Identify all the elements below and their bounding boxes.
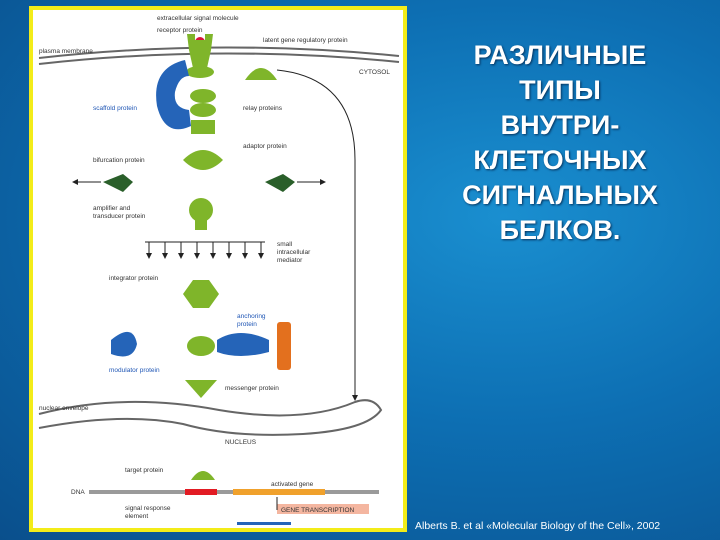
citation: Alberts B. et al «Molecular Biology of t… xyxy=(415,520,661,532)
bifurcation-left xyxy=(103,174,133,192)
mediator-arrows xyxy=(146,242,264,259)
label-dna: DNA xyxy=(71,489,85,496)
label-cytosol: CYTOSOL xyxy=(359,69,390,76)
modulated-protein xyxy=(187,336,215,356)
label-relay: relay proteins xyxy=(243,105,283,112)
transcription-box xyxy=(277,504,369,514)
bifurcation-right xyxy=(265,174,295,192)
amplifier-stem xyxy=(195,218,207,230)
nuclear-envelope xyxy=(38,399,383,436)
label-receptor: receptor protein xyxy=(157,27,203,34)
scaffold-protein xyxy=(156,60,191,130)
label-amplifier-1: amplifier and xyxy=(93,205,131,212)
label-scaffold: scaffold protein xyxy=(93,105,137,112)
slide-title: РАЗЛИЧНЫЕ ТИПЫ ВНУТРИ- КЛЕТОЧНЫХ СИГНАЛЬ… xyxy=(425,38,695,248)
bifurcation-protein xyxy=(183,150,223,170)
modulator-protein xyxy=(111,331,137,357)
integrator-protein xyxy=(183,280,219,308)
signaling-diagram: extracellular signal molecule receptor p… xyxy=(38,15,400,525)
receptor-foot xyxy=(186,66,214,78)
label-activated-gene: activated gene xyxy=(271,481,314,488)
receptor-protein xyxy=(187,34,213,68)
amplifier-protein xyxy=(189,198,213,222)
label-mediator-3: mediator xyxy=(277,257,303,264)
title-line: РАЗЛИЧНЫЕ xyxy=(473,40,647,70)
adaptor-protein xyxy=(191,120,215,134)
label-latent-gene: latent gene regulatory protein xyxy=(263,37,348,44)
plasma-membrane-outer xyxy=(38,46,400,59)
label-amplifier-2: transducer protein xyxy=(93,213,146,220)
label-target: target protein xyxy=(125,467,164,474)
relay-protein-2 xyxy=(190,103,216,117)
title-line: КЛЕТОЧНЫХ xyxy=(473,145,647,175)
figure-frame: extracellular signal molecule receptor p… xyxy=(29,6,407,532)
label-bifurcation: bifurcation protein xyxy=(93,157,145,164)
plasma-membrane-inner xyxy=(38,52,400,65)
dna-signal-element xyxy=(185,489,217,495)
title-line: БЕЛКОВ. xyxy=(499,215,621,245)
label-mediator-2: intracellular xyxy=(277,249,311,256)
label-nucleus: NUCLEUS xyxy=(225,439,257,446)
label-signal-response-2: element xyxy=(125,513,148,520)
label-messenger: messenger protein xyxy=(225,385,279,392)
latent-gene-protein xyxy=(245,68,277,80)
label-anchoring-2: protein xyxy=(237,321,257,328)
label-extracellular-signal: extracellular signal molecule xyxy=(157,15,239,22)
messenger-protein xyxy=(185,380,217,398)
label-signal-response-1: signal response xyxy=(125,505,171,512)
anchoring-protein xyxy=(217,333,269,356)
label-transcription: GENE TRANSCRIPTION xyxy=(281,507,355,514)
latent-to-nucleus-arrow xyxy=(276,69,358,401)
label-adaptor: adaptor protein xyxy=(243,143,287,150)
label-mediator-1: small xyxy=(277,241,293,248)
title-line: ВНУТРИ- xyxy=(500,110,620,140)
title-line: ТИПЫ xyxy=(519,75,601,105)
label-modulator: modulator protein xyxy=(109,367,160,374)
target-protein xyxy=(191,471,215,480)
title-line: СИГНАЛЬНЫХ xyxy=(462,180,658,210)
relay-protein-1 xyxy=(190,89,216,103)
anchoring-rod xyxy=(277,322,291,370)
rna-product xyxy=(237,522,291,525)
dna-activated-gene xyxy=(233,489,325,495)
label-integrator: integrator protein xyxy=(109,275,159,282)
label-plasma-membrane: plasma membrane xyxy=(39,48,93,55)
label-nuclear-envelope: nuclear envelope xyxy=(39,405,89,412)
label-anchoring-1: anchoring xyxy=(237,313,266,320)
